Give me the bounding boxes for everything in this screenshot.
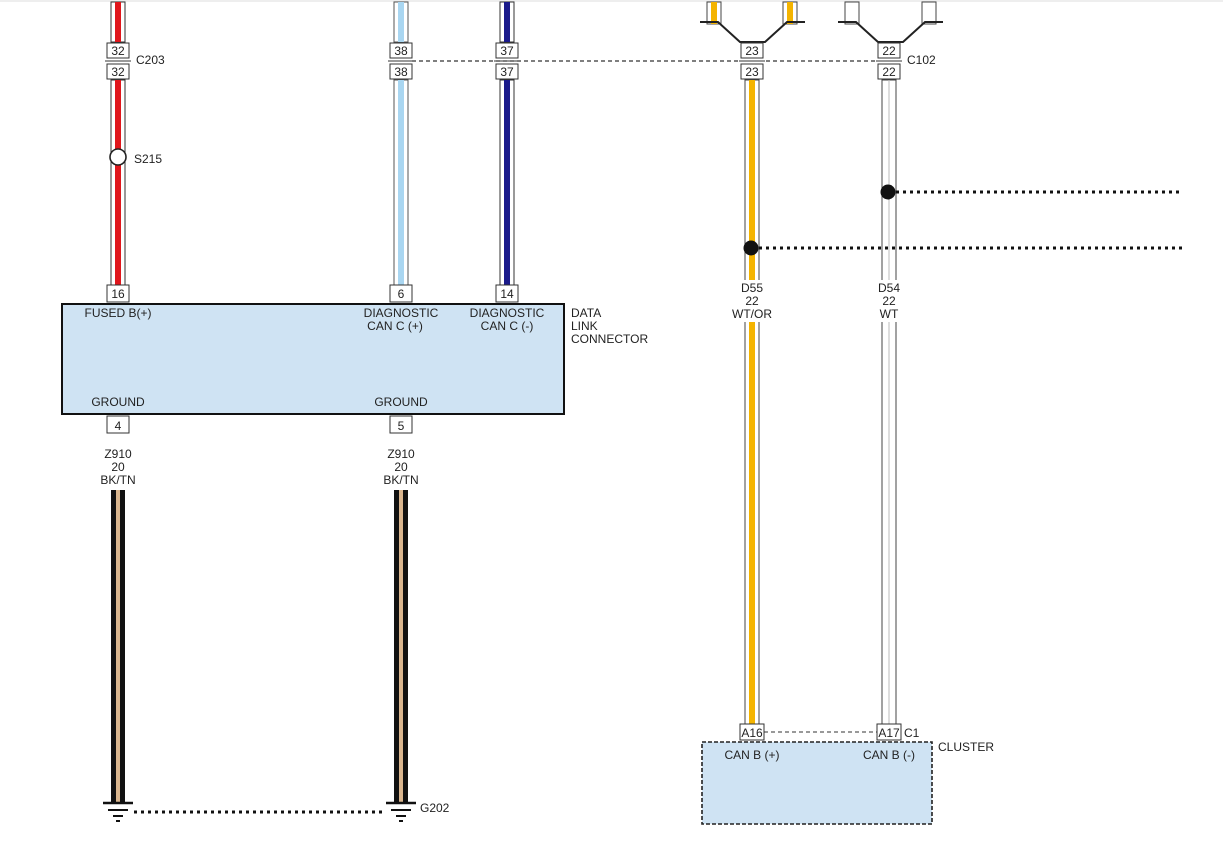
connector-c203: 32 32 C203 <box>105 42 165 80</box>
z910a-circuit: Z910 <box>104 447 132 461</box>
d54-circuit: D54 <box>878 281 900 295</box>
dlc-ground1-label: GROUND <box>91 395 145 409</box>
data-link-connector: 16 6 14 FUSED B(+) DIAGNOSTIC CAN C (+) … <box>61 284 648 434</box>
pin-22-bottom: 22 <box>882 65 896 79</box>
dlc-name-line3: CONNECTOR <box>571 332 648 346</box>
pin-5: 5 <box>398 419 405 433</box>
z910a-color: BK/TN <box>100 473 135 487</box>
splice-label: S215 <box>134 152 162 166</box>
cluster-module: A16 A17 C1 CLUSTER CAN B (+) CAN B (-) <box>701 723 994 825</box>
z910a-gauge: 20 <box>111 460 125 474</box>
z910b-gauge: 20 <box>394 460 408 474</box>
cluster-label: CLUSTER <box>938 740 994 754</box>
dlc-diag-neg-line2: CAN C (-) <box>481 319 534 333</box>
d54-color: WT <box>880 307 899 321</box>
d54-gauge: 22 <box>882 294 896 308</box>
harness-top-left <box>700 1 805 43</box>
connector-label-c102: C102 <box>907 53 936 67</box>
d55-gauge: 22 <box>745 294 759 308</box>
wire-label-d55: D55 22 WT/OR <box>730 280 774 322</box>
pin-32-top: 32 <box>111 44 125 58</box>
splice-s215: S215 <box>109 148 162 166</box>
ground-symbol-1 <box>103 801 133 822</box>
ground-symbol-2 <box>386 801 416 822</box>
pin-23-bottom: 23 <box>745 65 759 79</box>
connector-label-c1: C1 <box>904 726 920 740</box>
pin-a17: A17 <box>878 726 900 740</box>
harness-top-right <box>838 1 943 43</box>
dlc-fused-label: FUSED B(+) <box>84 306 151 320</box>
dlc-diag-pos-line1: DIAGNOSTIC <box>364 306 439 320</box>
wire-d55 <box>744 79 760 726</box>
wire-d54 <box>881 79 897 726</box>
pin-14: 14 <box>500 287 514 301</box>
wire-diagnostic-can-c-minus <box>499 1 515 287</box>
cluster-can-b-pos: CAN B (+) <box>724 748 779 762</box>
dlc-name-line1: DATA <box>571 306 601 320</box>
connector-c102: 38 38 37 37 23 23 22 22 C102 <box>388 42 936 80</box>
pin-23-top: 23 <box>745 44 759 58</box>
cluster-can-b-neg: CAN B (-) <box>863 748 915 762</box>
pin-6: 6 <box>398 287 405 301</box>
pin-a16: A16 <box>741 726 763 740</box>
dlc-diag-neg-line1: DIAGNOSTIC <box>470 306 545 320</box>
dlc-ground2-label: GROUND <box>374 395 428 409</box>
pin-38-bottom: 38 <box>394 65 408 79</box>
dlc-diag-pos-line2: CAN C (+) <box>367 319 423 333</box>
d55-color: WT/OR <box>732 307 772 321</box>
wire-z910-ground-1: Z910 20 BK/TN <box>100 447 136 802</box>
connector-label-c203: C203 <box>136 53 165 67</box>
pin-37-bottom: 37 <box>500 65 514 79</box>
d55-circuit: D55 <box>741 281 763 295</box>
pin-32-bottom: 32 <box>111 65 125 79</box>
pin-4: 4 <box>115 419 122 433</box>
wire-z910-ground-2: Z910 20 BK/TN <box>383 447 419 802</box>
pin-37-top: 37 <box>500 44 514 58</box>
dlc-name-line2: LINK <box>571 319 598 333</box>
pin-16: 16 <box>111 287 125 301</box>
z910b-circuit: Z910 <box>387 447 415 461</box>
junction-d54 <box>880 184 1182 200</box>
ground-label-g202: G202 <box>420 801 450 815</box>
junction-d55 <box>743 240 1182 256</box>
pin-38-top: 38 <box>394 44 408 58</box>
pin-22-top: 22 <box>882 44 896 58</box>
z910b-color: BK/TN <box>383 473 418 487</box>
wire-fused-b-plus <box>110 1 126 287</box>
wire-label-d54: D54 22 WT <box>872 280 906 322</box>
